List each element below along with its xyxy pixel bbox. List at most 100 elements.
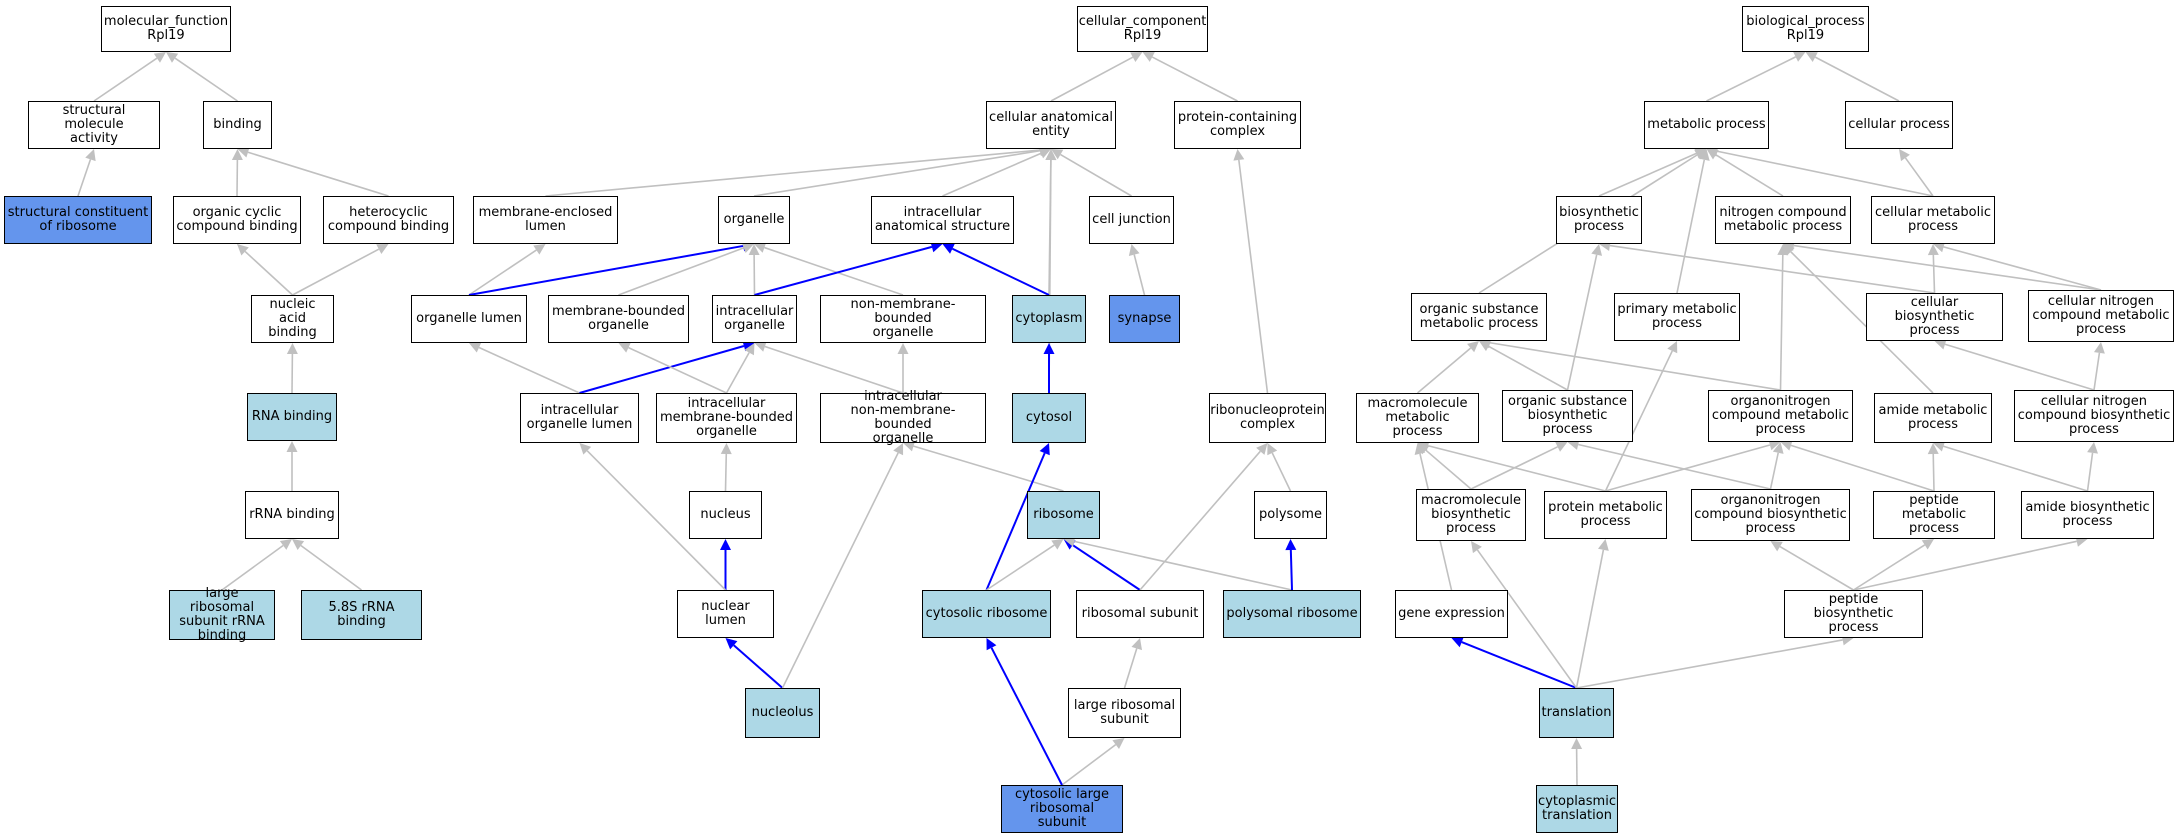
node-gene-expression[interactable]: gene expression	[1395, 590, 1508, 638]
edge-pepbp-to-abp	[1853, 540, 2077, 591]
arrowhead-nmbo-to-organelle	[754, 242, 767, 253]
node-nuclear-lumen[interactable]: nuclear lumen	[677, 590, 774, 638]
node-organic-substance-biosynthetic-process[interactable]: organic substance biosynthetic process	[1502, 390, 1633, 442]
node-cellular-metabolic-process[interactable]: cellular metabolic process	[1871, 196, 1995, 244]
edge-metab-to-bp_root	[1706, 56, 1796, 102]
node-ribosome[interactable]: ribosome	[1027, 491, 1100, 539]
node-amide-biosynthetic-process[interactable]: amide biosynthetic process	[2021, 491, 2154, 539]
edge-translation-to-protmp	[1575, 549, 1605, 689]
node-structural-constituent-of-ribosome[interactable]: structural constituent of ribosome	[4, 196, 152, 244]
node-binding[interactable]: binding	[203, 101, 272, 149]
arrowhead-abp-to-amp	[1933, 441, 1946, 452]
node-mf-root[interactable]: molecular_function Rpl19	[101, 6, 231, 52]
edge-cae-to-cc_root	[1050, 56, 1134, 102]
arrowhead-oncmp-to-ncmp	[1777, 244, 1789, 256]
edge-synapse-to-cell_junction	[1133, 254, 1146, 296]
arrowhead-cytoplasm-to-ias	[942, 243, 955, 254]
edge-cyto_ribo-to-cytosol	[985, 452, 1046, 591]
node-rrna-binding[interactable]: rRNA binding	[245, 491, 339, 539]
arrowhead-gene_expr-to-mmp	[1414, 443, 1426, 455]
node-nucleic-acid-binding[interactable]: nucleic acid binding	[251, 295, 334, 343]
arrowhead-rrna58s-to-rrna_binding	[292, 539, 305, 550]
node-primary-metabolic-process[interactable]: primary metabolic process	[1614, 293, 1740, 341]
edge-oncmp-to-osmp	[1489, 341, 1781, 391]
node-membrane-enclosed-lumen[interactable]: membrane-enclosed lumen	[473, 196, 618, 244]
node-cytosol[interactable]: cytosol	[1012, 393, 1086, 443]
node-nucleus[interactable]: nucleus	[689, 491, 762, 539]
node-cytosolic-ribosome[interactable]: cytosolic ribosome	[922, 590, 1051, 638]
node-large-ribosomal-subunit-rrna-binding[interactable]: large ribosomal subunit rRNA binding	[169, 587, 275, 643]
arrowhead-mbp-to-osbp	[1555, 441, 1568, 452]
node-amide-metabolic-process[interactable]: amide metabolic process	[1874, 393, 1992, 443]
node-polysomal-ribosome[interactable]: polysomal ribosome	[1223, 590, 1361, 638]
node-nucleolus[interactable]: nucleolus	[745, 688, 820, 738]
node-cytoplasm[interactable]: cytoplasm	[1012, 295, 1086, 343]
node-cell-junction[interactable]: cell junction	[1089, 196, 1174, 244]
node-peptide-biosynthetic-process[interactable]: peptide biosynthetic process	[1784, 590, 1923, 638]
node-macromolecule-biosynthetic-process[interactable]: macromolecule biosynthetic process	[1416, 489, 1526, 541]
node-peptide-metabolic-process[interactable]: peptide metabolic process	[1873, 491, 1995, 539]
node-organic-cyclic-compound-binding[interactable]: organic cyclic compound binding	[173, 196, 301, 244]
node-cellular-nitrogen-compound-metabolic-process[interactable]: cellular nitrogen compound metabolic pro…	[2028, 290, 2174, 342]
arrowhead-pepbp-to-pepmp	[1921, 539, 1934, 550]
node-organonitrogen-compound-biosynthetic-process[interactable]: organonitrogen compound biosynthetic pro…	[1691, 489, 1850, 541]
node-polysome[interactable]: polysome	[1254, 491, 1327, 539]
node-metabolic-process[interactable]: metabolic process	[1644, 101, 1769, 149]
node-cytoplasmic-translation[interactable]: cytoplasmic translation	[1536, 785, 1618, 833]
node-organic-substance-metabolic-process[interactable]: organic substance metabolic process	[1411, 293, 1547, 341]
node-translation[interactable]: translation	[1539, 688, 1614, 738]
node-intracellular-non-membrane-bounded-organelle[interactable]: intracellular non-membrane-bounded organ…	[820, 390, 986, 446]
node-cellular-anatomical-entity[interactable]: cellular anatomical entity	[986, 101, 1116, 149]
node-nitrogen-compound-metabolic-process[interactable]: nitrogen compound metabolic process	[1715, 196, 1851, 244]
node-membrane-bounded-organelle[interactable]: membrane-bounded organelle	[548, 295, 689, 343]
arrowhead-pcc-to-cc_root	[1142, 52, 1155, 62]
node-protein-metabolic-process[interactable]: protein metabolic process	[1544, 491, 1667, 539]
edge-pepmp-to-oncmp	[1790, 444, 1935, 492]
arrowhead-imbo-to-mbo	[618, 342, 631, 353]
node-cc-root[interactable]: cellular_component Rpl19	[1077, 6, 1208, 52]
arrowhead-cytosol-to-cae	[1045, 149, 1057, 161]
node-5-8s-rrna-binding[interactable]: 5.8S rRNA binding	[301, 590, 422, 640]
edge-translation-to-gene_expr	[1461, 641, 1577, 689]
node-organelle-lumen[interactable]: organelle lumen	[411, 295, 527, 343]
edge-ribosome-to-inmbo	[913, 445, 1064, 492]
node-intracellular-anatomical-structure[interactable]: intracellular anatomical structure	[871, 196, 1014, 244]
node-cytosolic-large-ribosomal-subunit[interactable]: cytosolic large ribosomal subunit	[1001, 785, 1123, 833]
arrowhead-ribo_sub-to-rnp	[1256, 443, 1268, 455]
edge-mbp-to-mmp	[1425, 449, 1472, 490]
node-biosynthetic-process[interactable]: biosynthetic process	[1556, 196, 1642, 244]
arrowhead-nucleolus-to-inmbo	[893, 443, 904, 456]
arrowhead-protmp-to-pmp	[1667, 341, 1678, 354]
edge-struct_const_ribo-to-struct_mol_act	[77, 159, 92, 197]
node-intracellular-organelle-lumen[interactable]: intracellular organelle lumen	[520, 393, 639, 443]
node-ribosomal-subunit[interactable]: ribosomal subunit	[1076, 590, 1204, 638]
arrowhead-synapse-to-cell_junction	[1128, 244, 1140, 257]
node-cellular-process[interactable]: cellular process	[1845, 101, 1953, 149]
node-non-membrane-bounded-organelle[interactable]: non-membrane-bounded organelle	[820, 295, 986, 343]
node-large-ribosomal-subunit[interactable]: large ribosomal subunit	[1068, 688, 1181, 738]
node-organelle[interactable]: organelle	[718, 196, 790, 244]
node-organonitrogen-compound-metabolic-process[interactable]: organonitrogen compound metabolic proces…	[1708, 390, 1853, 442]
node-bp-root[interactable]: biological_process Rpl19	[1742, 6, 1869, 52]
node-heterocyclic-compound-binding[interactable]: heterocyclic compound binding	[323, 196, 454, 244]
arrowhead-struct_const_ribo-to-struct_mol_act	[85, 149, 96, 162]
node-protein-containing-complex[interactable]: protein-containing complex	[1174, 101, 1301, 149]
edge-pmp-to-metab	[1676, 159, 1706, 294]
arrowhead-binding-to-mf_root	[166, 52, 179, 63]
node-synapse[interactable]: synapse	[1109, 295, 1180, 343]
edge-struct_mol_act-to-mf_root	[93, 57, 158, 102]
node-structural-molecule-activity[interactable]: structural molecule activity	[28, 101, 160, 149]
node-intracellular-membrane-bounded-organelle[interactable]: intracellular membrane-bounded organelle	[656, 393, 797, 443]
arrowhead-rnp-to-pcc	[1233, 149, 1245, 161]
edge-pepmp-to-amp	[1932, 453, 1935, 492]
node-intracellular-organelle[interactable]: intracellular organelle	[712, 295, 797, 343]
edge-ribo_sub-to-rnp	[1139, 450, 1261, 591]
node-cellular-biosynthetic-process[interactable]: cellular biosynthetic process	[1866, 293, 2003, 341]
node-cellular-nitrogen-compound-biosynthetic-process[interactable]: cellular nitrogen compound biosynthetic …	[2014, 390, 2174, 442]
node-rna-binding[interactable]: RNA binding	[247, 393, 337, 441]
arrowhead-cyto_lsu-to-lsu	[1112, 738, 1125, 750]
node-macromolecule-metabolic-process[interactable]: macromolecule metabolic process	[1356, 393, 1479, 443]
node-ribonucleoprotein-complex[interactable]: ribonucleoprotein complex	[1209, 393, 1326, 443]
edge-nucleic_acid-to-org_cyclic	[244, 250, 294, 296]
arrowhead-osmp-to-metab	[1694, 149, 1707, 160]
